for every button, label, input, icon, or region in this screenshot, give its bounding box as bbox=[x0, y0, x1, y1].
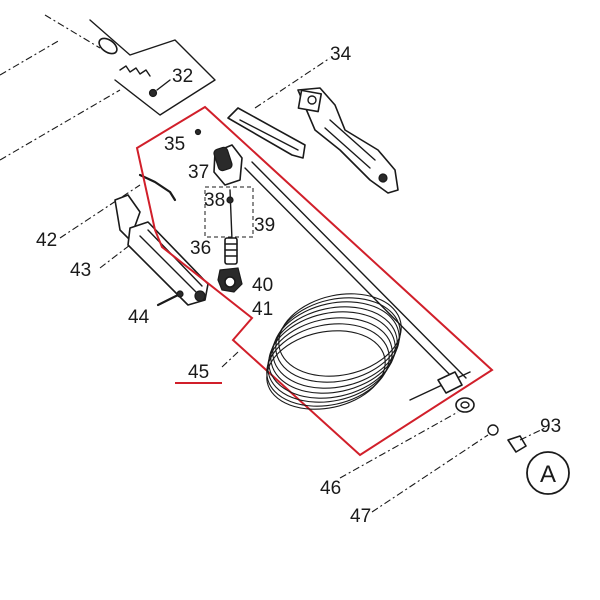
label-38: 38 bbox=[204, 190, 225, 211]
hose-coil bbox=[266, 293, 402, 410]
valve-stack bbox=[194, 128, 243, 293]
label-39: 39 bbox=[254, 215, 275, 236]
part-42-clip bbox=[59, 173, 177, 239]
label-40: 40 bbox=[252, 275, 273, 296]
label-32: 32 bbox=[172, 66, 193, 87]
part-34-bracket bbox=[227, 57, 331, 159]
label-42: 42 bbox=[36, 230, 57, 251]
part-34-mechanism bbox=[297, 87, 399, 194]
top-left-leaders bbox=[0, 14, 121, 161]
detail-callout-a: A bbox=[526, 451, 570, 495]
label-44: 44 bbox=[128, 307, 150, 328]
label-34: 34 bbox=[330, 44, 352, 65]
assembly-45-boundary bbox=[135, 105, 494, 457]
label-36: 36 bbox=[190, 238, 211, 259]
label-43: 43 bbox=[70, 260, 91, 281]
label-47: 47 bbox=[350, 506, 371, 527]
label-46: 46 bbox=[320, 478, 341, 499]
callout-a-label: A bbox=[540, 461, 556, 488]
part-46-ring bbox=[339, 397, 475, 479]
part-47-washer bbox=[371, 424, 499, 513]
hose-fitting bbox=[409, 371, 471, 401]
label-93: 93 bbox=[540, 416, 561, 437]
sub-box-38-39 bbox=[204, 186, 254, 238]
label-41: 41 bbox=[252, 299, 273, 320]
part-44-screw bbox=[156, 290, 184, 307]
part-93-clip bbox=[507, 427, 546, 453]
label-35: 35 bbox=[164, 134, 185, 155]
tube-rod bbox=[244, 161, 467, 386]
part-32-spring-assembly bbox=[89, 19, 216, 116]
label-37: 37 bbox=[188, 162, 209, 183]
label-45: 45 bbox=[188, 362, 209, 383]
